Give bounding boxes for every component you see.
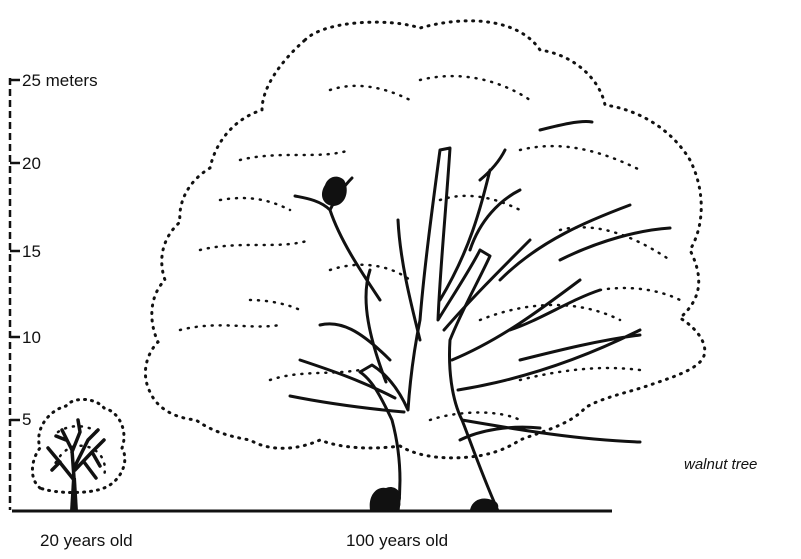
scale-label-25: 25 meters <box>22 72 98 89</box>
height-scale <box>10 78 20 510</box>
species-label: walnut tree <box>684 457 757 473</box>
large-tree-age-label: 100 years old <box>346 532 448 550</box>
scale-label-20: 20 <box>22 155 41 172</box>
scale-label-5: 5 <box>22 411 31 428</box>
large-tree-knot <box>322 177 347 206</box>
small-tree-branches <box>48 420 104 480</box>
small-tree-age-label: 20 years old <box>40 532 133 550</box>
small-tree <box>32 399 124 511</box>
large-tree-branches <box>290 122 670 442</box>
large-tree-base-shrub-left <box>370 487 401 511</box>
large-tree-inner-dots <box>180 76 680 420</box>
small-tree-crown <box>32 399 124 492</box>
small-tree-trunk <box>70 478 78 511</box>
large-tree-crown <box>145 21 704 458</box>
scale-label-10: 10 <box>22 329 41 346</box>
scale-label-15: 15 <box>22 243 41 260</box>
large-tree <box>145 21 704 511</box>
